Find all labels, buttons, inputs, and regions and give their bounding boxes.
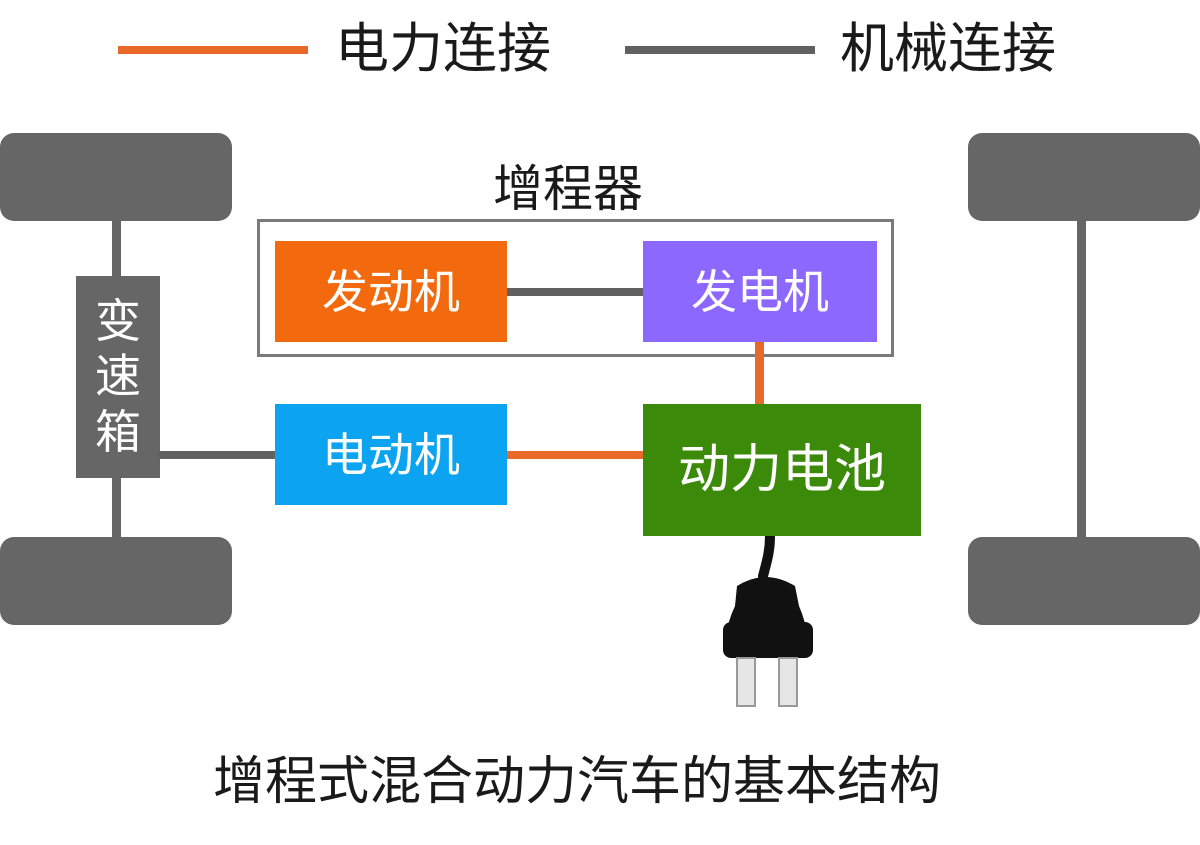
- generator-battery-link: [755, 342, 764, 406]
- range-extender-label: 增程器: [493, 160, 643, 218]
- gearbox-char-3: 箱: [95, 404, 141, 459]
- battery-box: 动力电池: [643, 404, 921, 536]
- range-extender-frame: [257, 219, 894, 357]
- rear-left-wheel: [968, 133, 1200, 221]
- battery-label: 动力电池: [677, 440, 886, 500]
- engine-box: 发动机: [275, 241, 507, 342]
- gearbox: 变 速 箱: [76, 276, 160, 478]
- legend-electrical-line: [118, 46, 308, 54]
- power-plug-icon: [723, 536, 813, 707]
- gearbox-char-2: 速: [95, 349, 141, 404]
- electric-motor-label: 电动机: [322, 427, 460, 482]
- gearbox-char-1: 变: [95, 294, 141, 349]
- rear-axle: [1077, 215, 1086, 545]
- motor-battery-link: [505, 451, 645, 459]
- legend-electrical-label: 电力连接: [335, 17, 551, 80]
- rear-right-wheel: [968, 537, 1200, 625]
- generator-label: 发电机: [691, 264, 829, 319]
- front-left-wheel: [0, 133, 232, 221]
- engine-generator-link: [505, 288, 645, 296]
- front-right-wheel: [0, 537, 232, 625]
- gearbox-motor-link: [158, 451, 278, 459]
- electric-motor-box: 电动机: [275, 404, 507, 505]
- legend-mechanical-label: 机械连接: [840, 17, 1056, 80]
- engine-label: 发动机: [322, 264, 460, 319]
- legend-mechanical-line: [625, 46, 815, 54]
- generator-box: 发电机: [643, 241, 877, 342]
- diagram-caption: 增程式混合动力汽车的基本结构: [213, 752, 942, 812]
